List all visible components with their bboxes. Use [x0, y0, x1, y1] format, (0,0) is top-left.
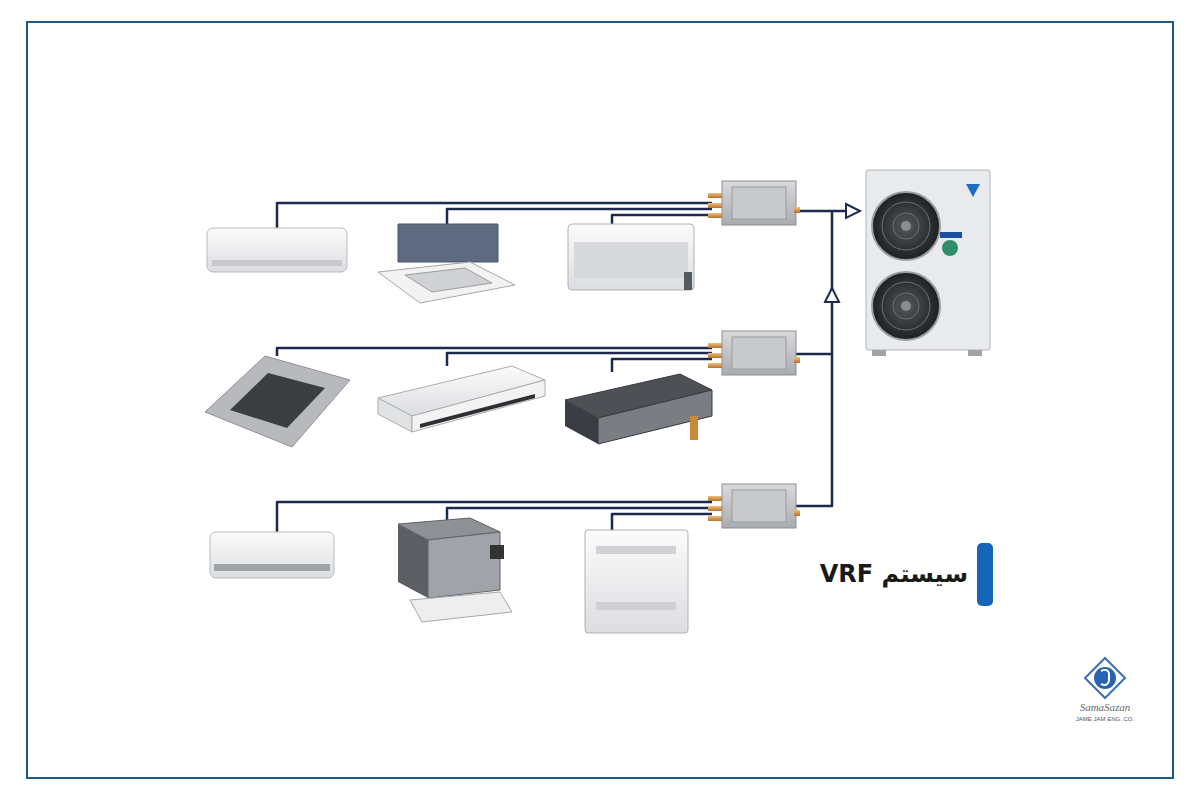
box-panel	[732, 337, 786, 369]
refrigerant-pipes	[277, 203, 846, 532]
copper-pipe	[794, 207, 800, 213]
unit-body	[585, 530, 688, 633]
brand-mark	[966, 184, 980, 197]
unit-body	[398, 224, 498, 262]
unit-foot	[872, 350, 886, 356]
unit-front	[412, 380, 545, 432]
unit-casing	[866, 170, 990, 350]
pipe	[277, 502, 712, 532]
unit-body	[568, 224, 694, 290]
floor-console-unit	[585, 530, 688, 633]
fan-hub	[901, 221, 911, 231]
cassette-unit	[378, 224, 515, 303]
unit-body	[210, 532, 334, 578]
pipe	[795, 210, 846, 213]
unit-grille	[230, 373, 325, 428]
unit-panel	[205, 356, 350, 447]
unit-foot	[968, 350, 982, 356]
badge	[940, 232, 962, 238]
fan-grille	[872, 192, 940, 260]
page-frame	[27, 22, 1173, 778]
unit-grille	[596, 602, 676, 610]
unit-louver	[420, 394, 535, 428]
copper-pipe	[794, 357, 800, 363]
branch-box	[708, 331, 800, 375]
box-body	[722, 181, 796, 225]
unit-grille	[596, 546, 676, 554]
flow-arrowhead	[846, 204, 860, 218]
title-tab	[977, 543, 993, 606]
pipe	[795, 211, 832, 354]
fan-grille	[872, 272, 940, 340]
copper-pipe	[690, 416, 698, 440]
ducted-unit	[565, 374, 712, 444]
pipe	[612, 215, 712, 224]
pipe	[612, 514, 712, 530]
ceiling-concealed-unit	[398, 518, 512, 622]
logo-diamond	[1085, 658, 1125, 698]
badge	[942, 240, 958, 256]
logo-wordmark: SamaSazan	[1045, 701, 1165, 714]
unit-front	[428, 532, 500, 598]
wall-mounted-unit	[207, 228, 347, 272]
pipe	[447, 209, 712, 224]
outdoor-unit	[866, 170, 990, 356]
unit-side	[378, 398, 412, 432]
fan-ring	[893, 293, 919, 319]
wall-mounted-unit	[210, 532, 334, 578]
unit-panel	[410, 592, 512, 622]
branch-box	[708, 181, 800, 225]
unit-panel	[378, 262, 515, 303]
logo-company-name: JAME JAM ENG. CO.	[1045, 716, 1165, 723]
box-panel	[732, 187, 786, 219]
cassette-unit	[205, 356, 350, 447]
unit-body	[207, 228, 347, 272]
diagram-title: سیستم VRF	[820, 560, 968, 589]
fan-ring	[882, 202, 930, 250]
ceiling-floor-unit	[568, 224, 694, 290]
unit-front	[598, 390, 712, 444]
unit-louver	[214, 564, 330, 571]
branch-box	[708, 484, 800, 528]
fan-ring	[882, 282, 930, 330]
unit-grille	[574, 242, 688, 278]
unit-side	[398, 524, 428, 598]
logo-circle	[1094, 667, 1116, 689]
unit-side	[565, 400, 598, 444]
company-logo	[1085, 658, 1125, 698]
box-panel	[732, 490, 786, 522]
box-body	[722, 331, 796, 375]
copper-pipe	[794, 510, 800, 516]
fan-ring	[893, 213, 919, 239]
flow-arrowhead	[825, 288, 839, 302]
unit-grille	[405, 268, 492, 292]
unit-box	[490, 545, 504, 559]
fan-hub	[901, 301, 911, 311]
logo-glyph	[1101, 670, 1109, 685]
box-body	[722, 484, 796, 528]
unit-louver	[212, 260, 342, 266]
pipe	[612, 359, 712, 372]
title-holder: سیستم VRF	[820, 560, 968, 589]
unit-side	[684, 272, 692, 290]
pipe	[795, 354, 832, 506]
ceiling-suspended-unit	[378, 366, 545, 432]
